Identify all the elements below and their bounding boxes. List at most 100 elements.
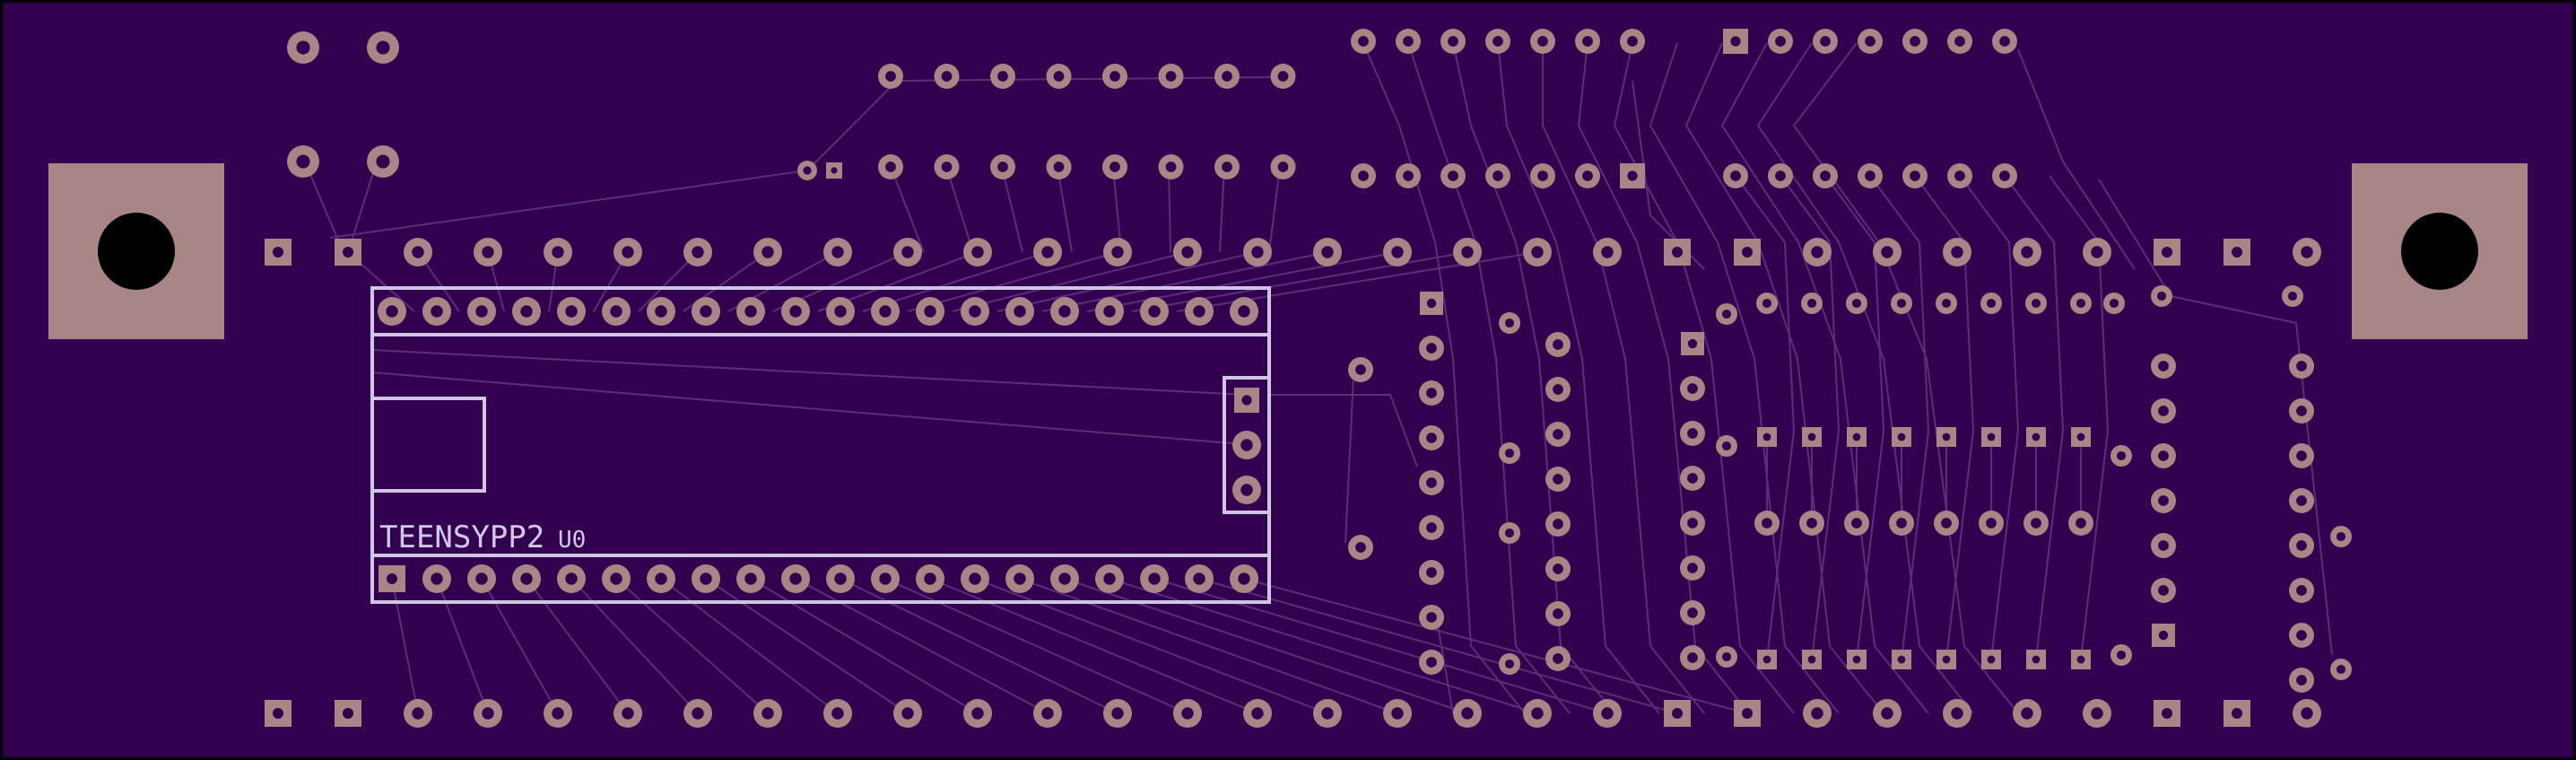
trace [2017,48,2136,270]
pad-drill [1355,364,1366,375]
pad-drill [1277,71,1289,82]
pad-drill [1910,36,1920,47]
pad-drill [296,40,310,55]
pad-drill [1321,246,1334,258]
pad-drill [700,305,712,318]
trace [1219,166,1225,253]
pad-drill [1448,170,1458,181]
trace [1362,42,1526,714]
pad-drill [1910,170,1920,181]
pad-drill [834,305,847,318]
pad-drill [376,154,390,169]
pad-drill [622,246,634,258]
pad-drill [1321,707,1334,720]
pad-drill [885,162,896,172]
pad-drill [343,247,353,258]
pad-drill [2158,585,2169,596]
pad-drill [1193,572,1205,585]
pad-drill [692,246,704,258]
pad-drill [1358,36,1369,47]
teensy-usb-outline [370,397,486,493]
trace [952,251,1188,312]
teensy-part-label: TEENSYPP2 [379,520,544,555]
trace [1684,42,1884,714]
pad-drill [1672,247,1683,258]
pad-drill [1251,707,1264,720]
trace [1497,42,1660,714]
pad-drill [2076,655,2085,664]
pad-drill [1238,305,1250,318]
pad-drill [2232,247,2242,258]
pad-drill [1553,608,1563,619]
trace [1057,166,1073,253]
pad-drill [431,305,443,318]
pad-drill [1941,518,1952,529]
pad-drill [1391,246,1404,258]
pad-drill [1851,518,1862,529]
pad-drill [431,572,443,585]
pad-drill [1896,298,1907,309]
pad-drill [1687,607,1698,618]
pad-drill [2301,246,2313,258]
pad-drill [2158,450,2169,461]
pad-drill [1238,572,1250,585]
pad-drill [1355,542,1366,553]
pad-drill [1058,305,1071,318]
pad-drill [1014,572,1026,585]
pad-drill [834,572,847,585]
trace [1735,175,1796,660]
teensy-side-header-outline [1223,376,1271,514]
pad-drill [1742,247,1753,258]
pad-drill [1865,36,1875,47]
pad-drill [1730,36,1741,47]
pad-drill [1730,170,1741,181]
pad-drill [1627,36,1638,47]
pad-drill [2296,675,2307,686]
pad-drill [1537,170,1548,181]
pad-drill [744,305,757,318]
pad-drill [1986,518,1997,529]
pad-drill [520,572,533,585]
trace [1959,175,2020,660]
copper-pads [48,29,2528,728]
pad-drill [1110,71,1120,82]
pad-drill [1110,162,1120,172]
pad-drill [1762,655,1771,664]
pad-drill [1762,298,1772,309]
silkscreen-layer: TEENSYPP2 U0 [370,286,1271,604]
pad-drill [2336,664,2346,675]
pad-drill [1987,432,1996,441]
trace [1041,251,1328,312]
pad-drill [1165,71,1177,82]
pad-drill [1811,246,1823,258]
trace [1131,251,1468,312]
pad-drill [1687,563,1698,573]
pad-drill [1240,439,1253,451]
pad-drill [1687,652,1698,663]
pad-drill [1721,309,1732,319]
pad-drill [565,572,578,585]
pad-drill [1852,432,1861,441]
pad-drill [1553,384,1563,395]
trace [1243,578,1748,714]
pad-drill [1999,36,2010,47]
pad-drill [2301,707,2313,720]
pad-drill [2156,291,2167,301]
pad-drill [1241,395,1252,406]
pad-drill [1531,707,1544,720]
pad-drill [1942,655,1951,664]
trace [349,161,378,248]
pad-drill [761,707,774,720]
pad-drill [2031,298,2041,309]
pad-drill [1426,343,1437,354]
pad-drill [1896,518,1907,529]
pad-drill [1687,428,1698,439]
pad-drill [1601,246,1614,258]
pad-drill [1222,162,1232,172]
trace [1824,175,1885,660]
pad-drill [655,305,667,318]
pad-drill [1403,170,1414,181]
pad-drill [692,707,704,720]
pad-drill [475,305,488,318]
